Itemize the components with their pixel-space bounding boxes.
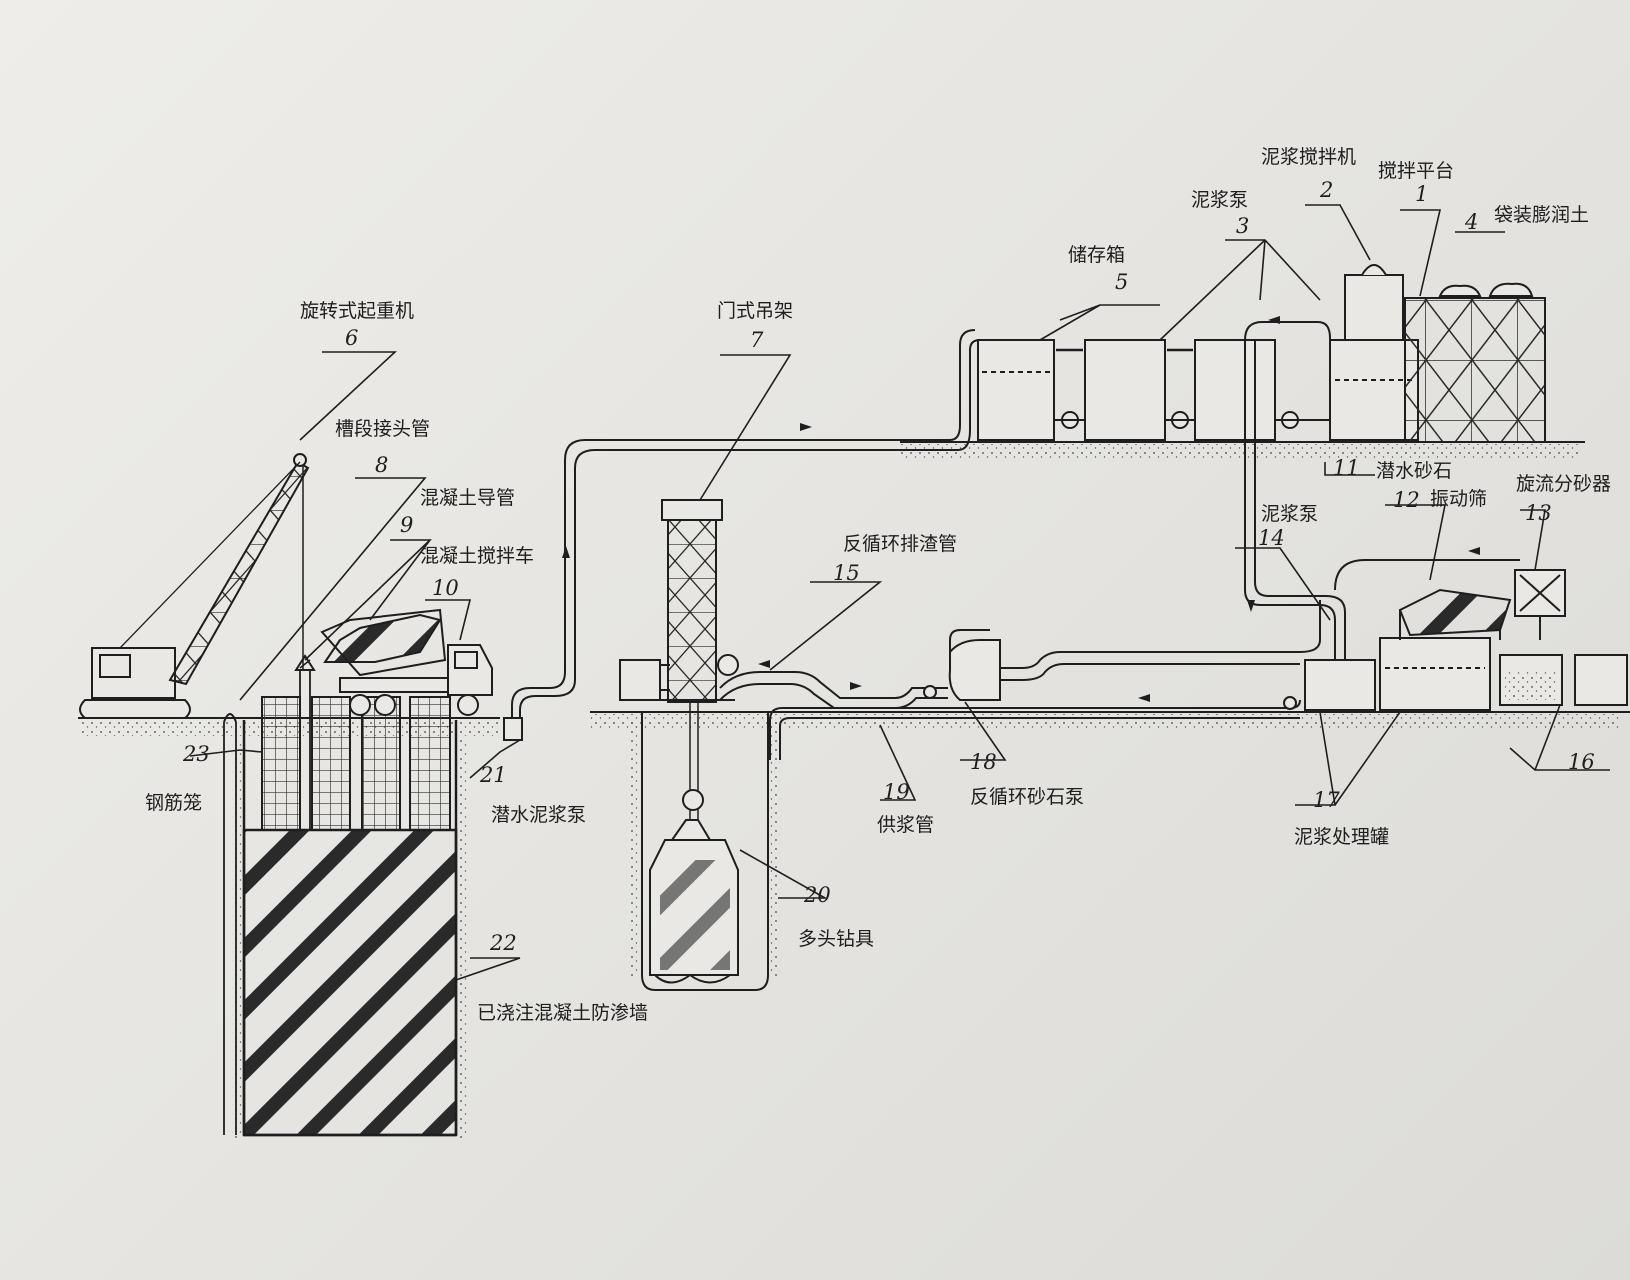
label-submersible-sand-pump: 潜水砂石 bbox=[1376, 460, 1453, 482]
index-8: 8 bbox=[375, 453, 389, 477]
label-multi-head-drill: 多头钻具 bbox=[798, 928, 875, 950]
label-reverse-discharge-pipe: 反循环排渣管 bbox=[843, 533, 958, 555]
label-bagged-bentonite: 袋装膨润土 bbox=[1494, 204, 1590, 226]
storage-tanks bbox=[977, 339, 1330, 441]
index-15: 15 bbox=[833, 561, 860, 585]
index-16: 16 bbox=[1568, 750, 1595, 774]
mud-mixer bbox=[1329, 264, 1419, 441]
label-mud-treatment-tank: 泥浆处理罐 bbox=[1294, 826, 1390, 848]
supply-pipe-vertical bbox=[1244, 321, 1346, 660]
label-vibrating-screen: 振动筛 bbox=[1430, 488, 1488, 510]
index-10: 10 bbox=[432, 576, 459, 600]
label-mud-pump-top: 泥浆泵 bbox=[1191, 189, 1249, 211]
index-21: 21 bbox=[480, 763, 507, 787]
reverse-sand-pump bbox=[923, 629, 1001, 701]
label-mud-pump-right: 泥浆泵 bbox=[1261, 503, 1319, 525]
label-gantry-crane: 门式吊架 bbox=[717, 300, 794, 322]
index-1: 1 bbox=[1415, 182, 1429, 206]
label-storage-tank: 储存箱 bbox=[1068, 244, 1126, 266]
concrete-mixer-truck bbox=[299, 608, 493, 716]
label-mud-mixer: 泥浆搅拌机 bbox=[1261, 146, 1357, 168]
reverse-circulation-pipe bbox=[719, 600, 1321, 709]
bagged-bentonite bbox=[1438, 282, 1534, 297]
index-18: 18 bbox=[970, 750, 997, 774]
index-20: 20 bbox=[804, 883, 831, 907]
flow-arrows bbox=[562, 316, 1480, 702]
multi-head-drill bbox=[649, 789, 739, 984]
label-rotary-crane: 旋转式起重机 bbox=[300, 300, 415, 322]
joint-pipe bbox=[223, 713, 237, 1135]
label-reverse-sand-pump: 反循环砂石泵 bbox=[970, 786, 1085, 808]
vibrating-screen bbox=[1398, 588, 1512, 640]
index-23: 23 bbox=[183, 742, 210, 766]
label-rebar-cage: 钢筋笼 bbox=[145, 792, 203, 814]
label-mixing-platform: 搅拌平台 bbox=[1378, 160, 1455, 182]
index-5: 5 bbox=[1115, 270, 1129, 294]
index-9: 9 bbox=[400, 513, 414, 537]
gantry-crane bbox=[619, 499, 739, 820]
index-14: 14 bbox=[1258, 526, 1285, 550]
rotary-crane bbox=[79, 453, 310, 719]
index-7: 7 bbox=[750, 328, 764, 352]
rebar-cage bbox=[261, 696, 451, 831]
label-concrete-mixer-truck: 混凝土搅拌车 bbox=[420, 545, 535, 567]
submersible-mud-pump bbox=[503, 329, 981, 741]
index-6: 6 bbox=[345, 326, 359, 350]
mud-treatment-tank bbox=[1304, 637, 1491, 711]
cyclone-desander bbox=[1334, 559, 1566, 640]
index-19: 19 bbox=[883, 780, 910, 804]
label-submersible-mud-pump: 潜水泥浆泵 bbox=[491, 804, 587, 826]
index-2: 2 bbox=[1320, 178, 1334, 202]
label-joint-pipe: 槽段接头管 bbox=[335, 418, 431, 440]
index-12: 12 bbox=[1393, 488, 1420, 512]
label-cyclone-desander: 旋流分砂器 bbox=[1516, 473, 1612, 495]
label-poured-wall: 已浇注混凝土防渗墙 bbox=[477, 1002, 649, 1024]
sand-bins bbox=[1499, 654, 1628, 706]
label-concrete-tremie: 混凝土导管 bbox=[420, 487, 516, 509]
index-4: 4 bbox=[1465, 210, 1479, 234]
index-17: 17 bbox=[1313, 788, 1340, 812]
label-supply-pipe: 供浆管 bbox=[877, 814, 935, 836]
index-22: 22 bbox=[490, 931, 517, 955]
concrete-tremie bbox=[294, 654, 316, 830]
poured-concrete-wall bbox=[232, 720, 468, 1140]
trench bbox=[630, 712, 780, 991]
index-11: 11 bbox=[1333, 456, 1360, 480]
mixing-platform bbox=[1404, 297, 1546, 443]
index-3: 3 bbox=[1236, 214, 1250, 238]
index-13: 13 bbox=[1525, 501, 1552, 525]
leader-lines bbox=[189, 204, 1610, 981]
